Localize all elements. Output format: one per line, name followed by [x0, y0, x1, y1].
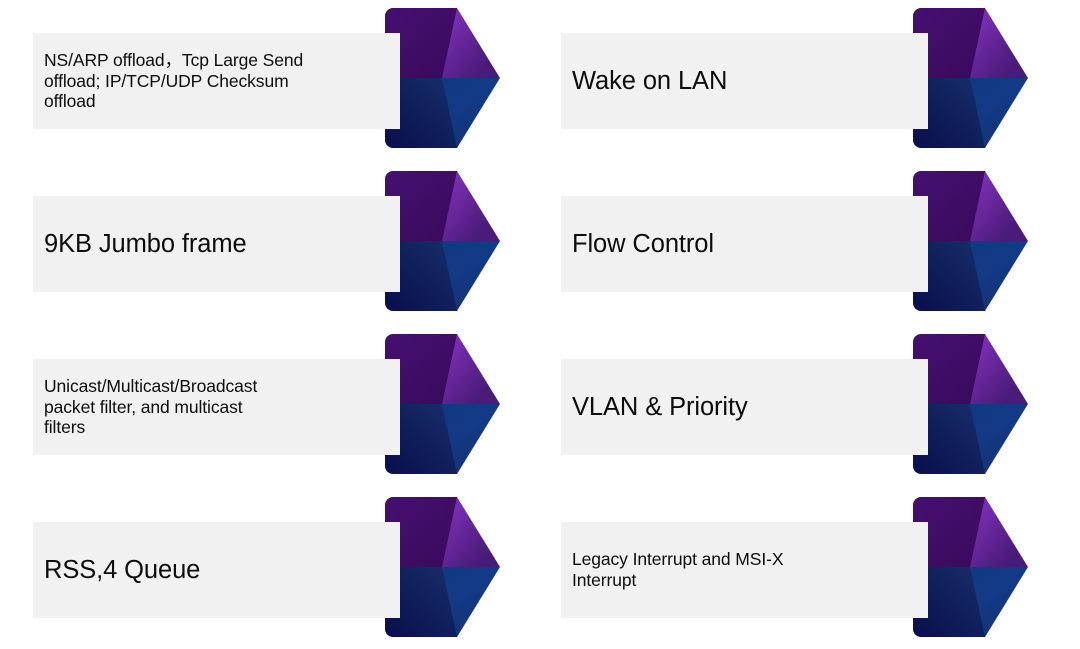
chevron-arrow-icon — [385, 8, 500, 148]
feature-label-bar: 9KB Jumbo frame — [33, 196, 400, 292]
chevron-lower-shadow — [385, 78, 457, 148]
feature-banner-packet-filters[interactable]: Unicast/Multicast/Broadcast packet filte… — [0, 326, 500, 486]
feature-label-vlan-priority: VLAN & Priority — [572, 392, 748, 421]
chevron-arrow-icon — [385, 497, 500, 637]
feature-label-bar: RSS,4 Queue — [33, 522, 400, 618]
feature-label-wake-on-lan: Wake on LAN — [572, 66, 728, 95]
chevron-upper-shadow — [913, 497, 985, 567]
feature-banner-vlan-priority[interactable]: VLAN & Priority — [528, 326, 1028, 486]
feature-label-rss-queue: RSS,4 Queue — [44, 555, 201, 584]
chevron-lower-shadow — [385, 567, 457, 637]
chevron-lower-shadow — [913, 404, 985, 474]
feature-banner-rss-queue[interactable]: RSS,4 Queue — [0, 489, 500, 649]
feature-label-bar: Legacy Interrupt and MSI-X Interrupt — [561, 522, 928, 618]
chevron-upper-shadow — [913, 8, 985, 78]
chevron-lower-shadow — [385, 241, 457, 311]
feature-banner-jumbo-frame[interactable]: 9KB Jumbo frame — [0, 163, 500, 323]
chevron-lower-shadow — [913, 78, 985, 148]
feature-label-bar: Unicast/Multicast/Broadcast packet filte… — [33, 359, 400, 455]
feature-label-bar: Wake on LAN — [561, 33, 928, 129]
chevron-upper-shadow — [385, 497, 457, 567]
feature-label-flow-control: Flow Control — [572, 229, 714, 258]
chevron-lower-shadow — [913, 567, 985, 637]
chevron-arrow-icon — [913, 497, 1028, 637]
feature-label-bar: Flow Control — [561, 196, 928, 292]
feature-banner-flow-control[interactable]: Flow Control — [528, 163, 1028, 323]
chevron-upper-shadow — [385, 171, 457, 241]
chevron-arrow-icon — [385, 171, 500, 311]
chevron-arrow-icon — [913, 171, 1028, 311]
chevron-arrow-icon — [385, 334, 500, 474]
feature-label-interrupts: Legacy Interrupt and MSI-X Interrupt — [572, 549, 784, 590]
feature-banner-interrupts[interactable]: Legacy Interrupt and MSI-X Interrupt — [528, 489, 1028, 649]
chevron-upper-shadow — [385, 8, 457, 78]
chevron-arrow-icon — [913, 8, 1028, 148]
chevron-arrow-icon — [913, 334, 1028, 474]
feature-label-bar: VLAN & Priority — [561, 359, 928, 455]
feature-label-packet-filters: Unicast/Multicast/Broadcast packet filte… — [44, 376, 258, 438]
feature-banner-wake-on-lan[interactable]: Wake on LAN — [528, 0, 1028, 160]
chevron-upper-shadow — [385, 334, 457, 404]
chevron-lower-shadow — [913, 241, 985, 311]
chevron-upper-shadow — [913, 334, 985, 404]
feature-label-jumbo-frame: 9KB Jumbo frame — [44, 229, 247, 258]
chevron-upper-shadow — [913, 171, 985, 241]
feature-banner-offloads[interactable]: NS/ARP offload，Tcp Large Send offload; I… — [0, 0, 500, 160]
chevron-lower-shadow — [385, 404, 457, 474]
feature-label-offloads: NS/ARP offload，Tcp Large Send offload; I… — [44, 50, 304, 112]
feature-label-bar: NS/ARP offload，Tcp Large Send offload; I… — [33, 33, 400, 129]
